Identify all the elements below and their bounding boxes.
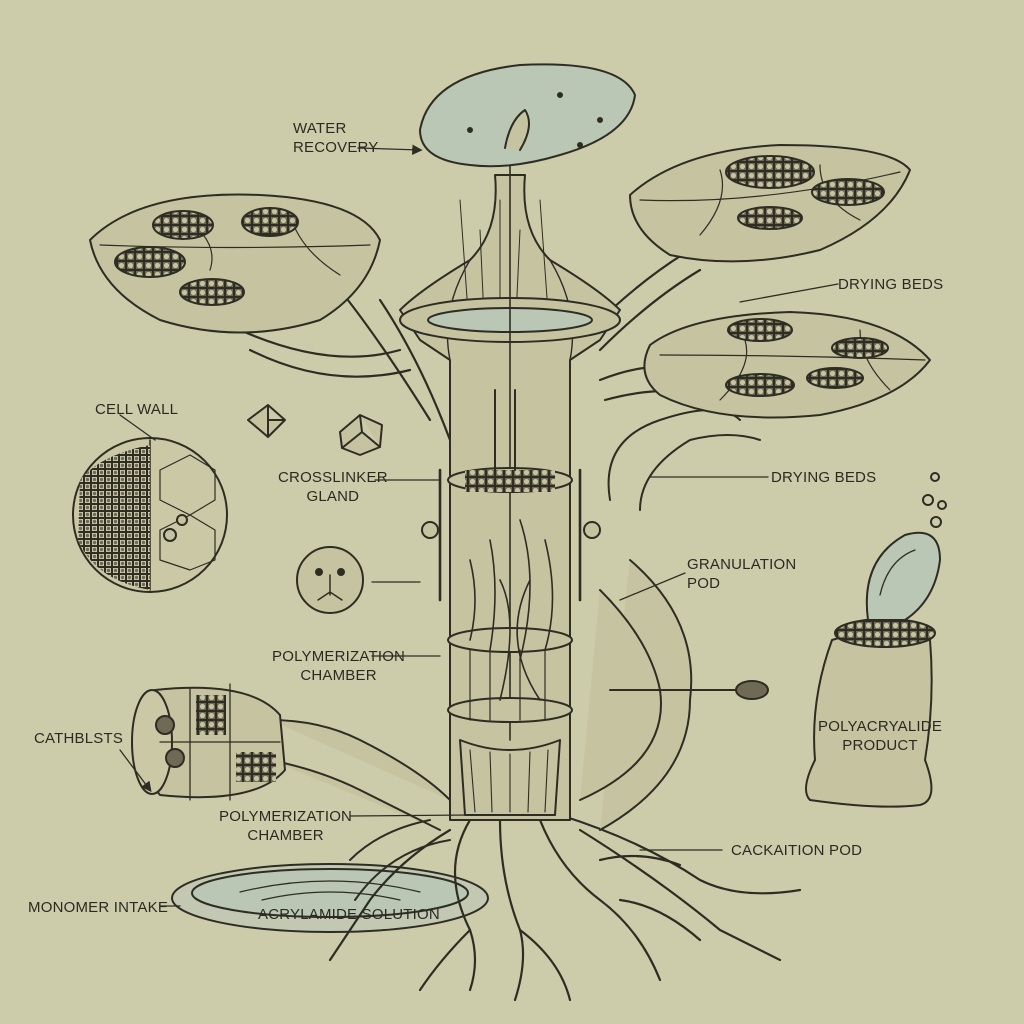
drying-bed-leaf-left — [89, 193, 381, 334]
polyacrylamide-product-label: POLYACRYALIDE PRODUCT — [818, 718, 943, 754]
catalyst-funnel — [131, 683, 451, 901]
granulation-pod-label: GRANULATION POD — [687, 556, 797, 592]
water-recovery-label: WATER RECOVERY — [293, 120, 379, 156]
product-sack — [805, 472, 947, 808]
water-recovery-pitcher — [419, 63, 636, 168]
crosslinker-cube-icon — [247, 404, 286, 438]
acrylamide-solution-label: ACRYLAMIDE SOLUTION — [258, 906, 440, 923]
central-vessel — [399, 149, 621, 821]
monomer-intake-label: MONOMER INTAKE — [28, 899, 169, 916]
granulation-tube — [579, 409, 769, 831]
cathblsts-label: CATHBLSTS — [34, 730, 124, 747]
drying-bed-leaf-top — [629, 144, 911, 263]
gland-face-icon — [296, 546, 364, 614]
cell-wall-cross-section — [72, 437, 228, 593]
drying-bed-leaf-mid — [643, 311, 931, 419]
polymerization-chamber-label-lower: POLYMERIZATION CHAMBER — [219, 808, 353, 844]
drying-beds-label-top: DRYING BEDS — [838, 276, 944, 293]
cackaition-pod-label: CACKAITION POD — [731, 842, 863, 859]
drying-beds-label-mid: DRYING BEDS — [771, 469, 877, 486]
crosslinker-gland-label: CROSSLINKER GLAND — [278, 469, 388, 505]
cell-wall-label: CELL WALL — [95, 401, 179, 418]
acrylamide-solution-dish — [171, 863, 489, 933]
polymerization-chamber-label-upper: POLYMERIZATION CHAMBER — [272, 648, 406, 684]
crosslinker-hexagon-icon — [339, 414, 383, 456]
leader-lines — [119, 144, 839, 907]
